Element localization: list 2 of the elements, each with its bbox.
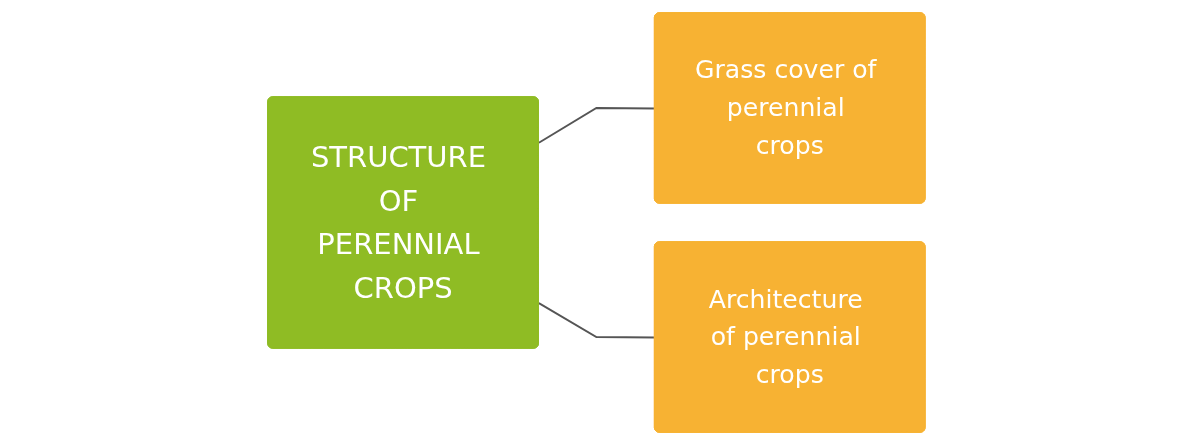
connector bbox=[538, 107, 656, 144]
connector bbox=[538, 302, 656, 339]
